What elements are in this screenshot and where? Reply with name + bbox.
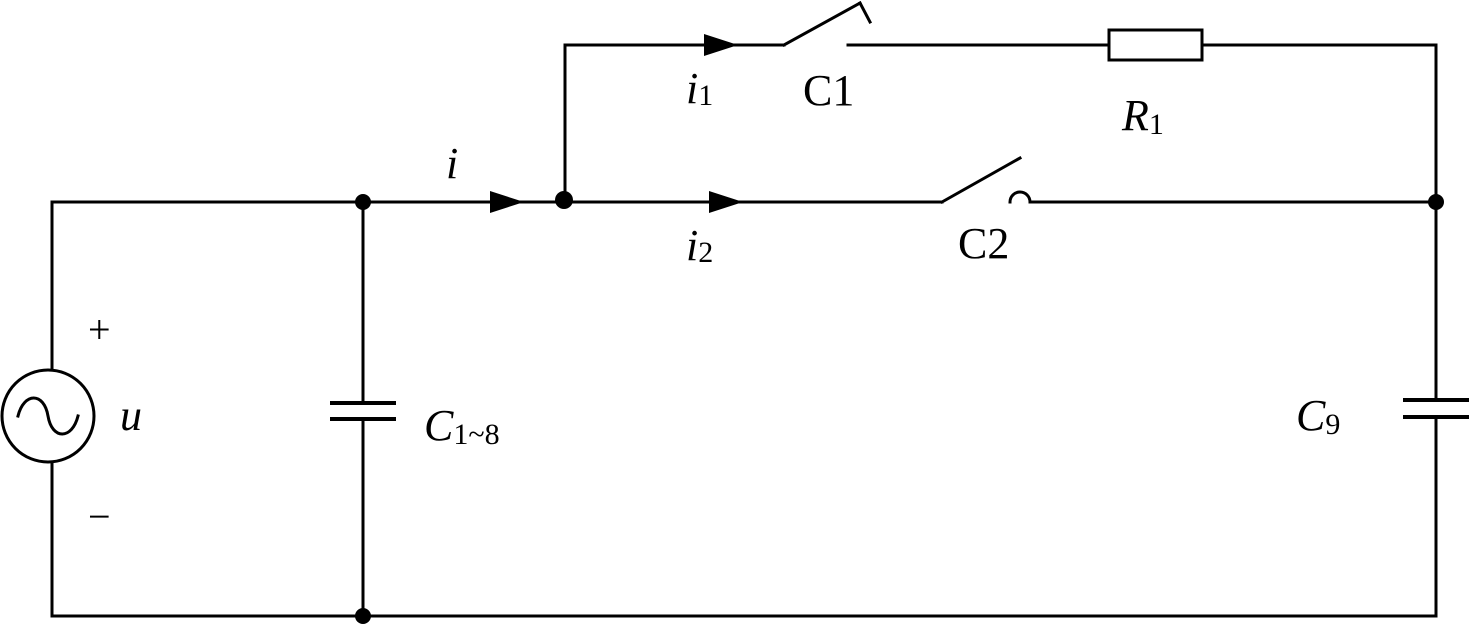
junction-dot-right (1428, 194, 1444, 210)
switch-c1-label: C1 (803, 66, 854, 115)
source-plus-sign: + (88, 307, 111, 352)
wire-left-top (50, 200, 565, 372)
current-i1-arrow (704, 34, 738, 56)
junction-dot-left-top (355, 194, 371, 210)
resistor-r1-label: R1 (1121, 91, 1164, 141)
capacitor-c9-label: C9 (1296, 391, 1340, 441)
switch-c2-blade (939, 155, 1023, 205)
switch-c2-label: C2 (958, 219, 1009, 268)
capacitor-c18-label: C1~8 (424, 401, 500, 451)
switch-c1-blade (781, 0, 863, 48)
wire-branch1-left (563, 43, 786, 204)
wire-left-bottom (50, 460, 1438, 618)
junction-dot-left-bottom (355, 608, 371, 624)
junction-dot-split (555, 191, 573, 209)
ac-source (0, 368, 96, 464)
current-i2-label: i2 (686, 221, 713, 270)
source-minus-sign: − (88, 494, 111, 539)
source-label-u: u (120, 391, 142, 440)
wire-branch1-right (1200, 43, 1438, 204)
resistor-r1 (1107, 28, 1204, 62)
current-i-label: i (446, 139, 458, 188)
switch-c1-tip (857, 0, 873, 25)
current-i1-label: i1 (686, 64, 713, 113)
current-i2-arrow (709, 191, 743, 213)
current-i-arrow (490, 191, 524, 213)
ac-sine-icon (16, 396, 80, 436)
switch-c2-contact (1008, 190, 1032, 204)
